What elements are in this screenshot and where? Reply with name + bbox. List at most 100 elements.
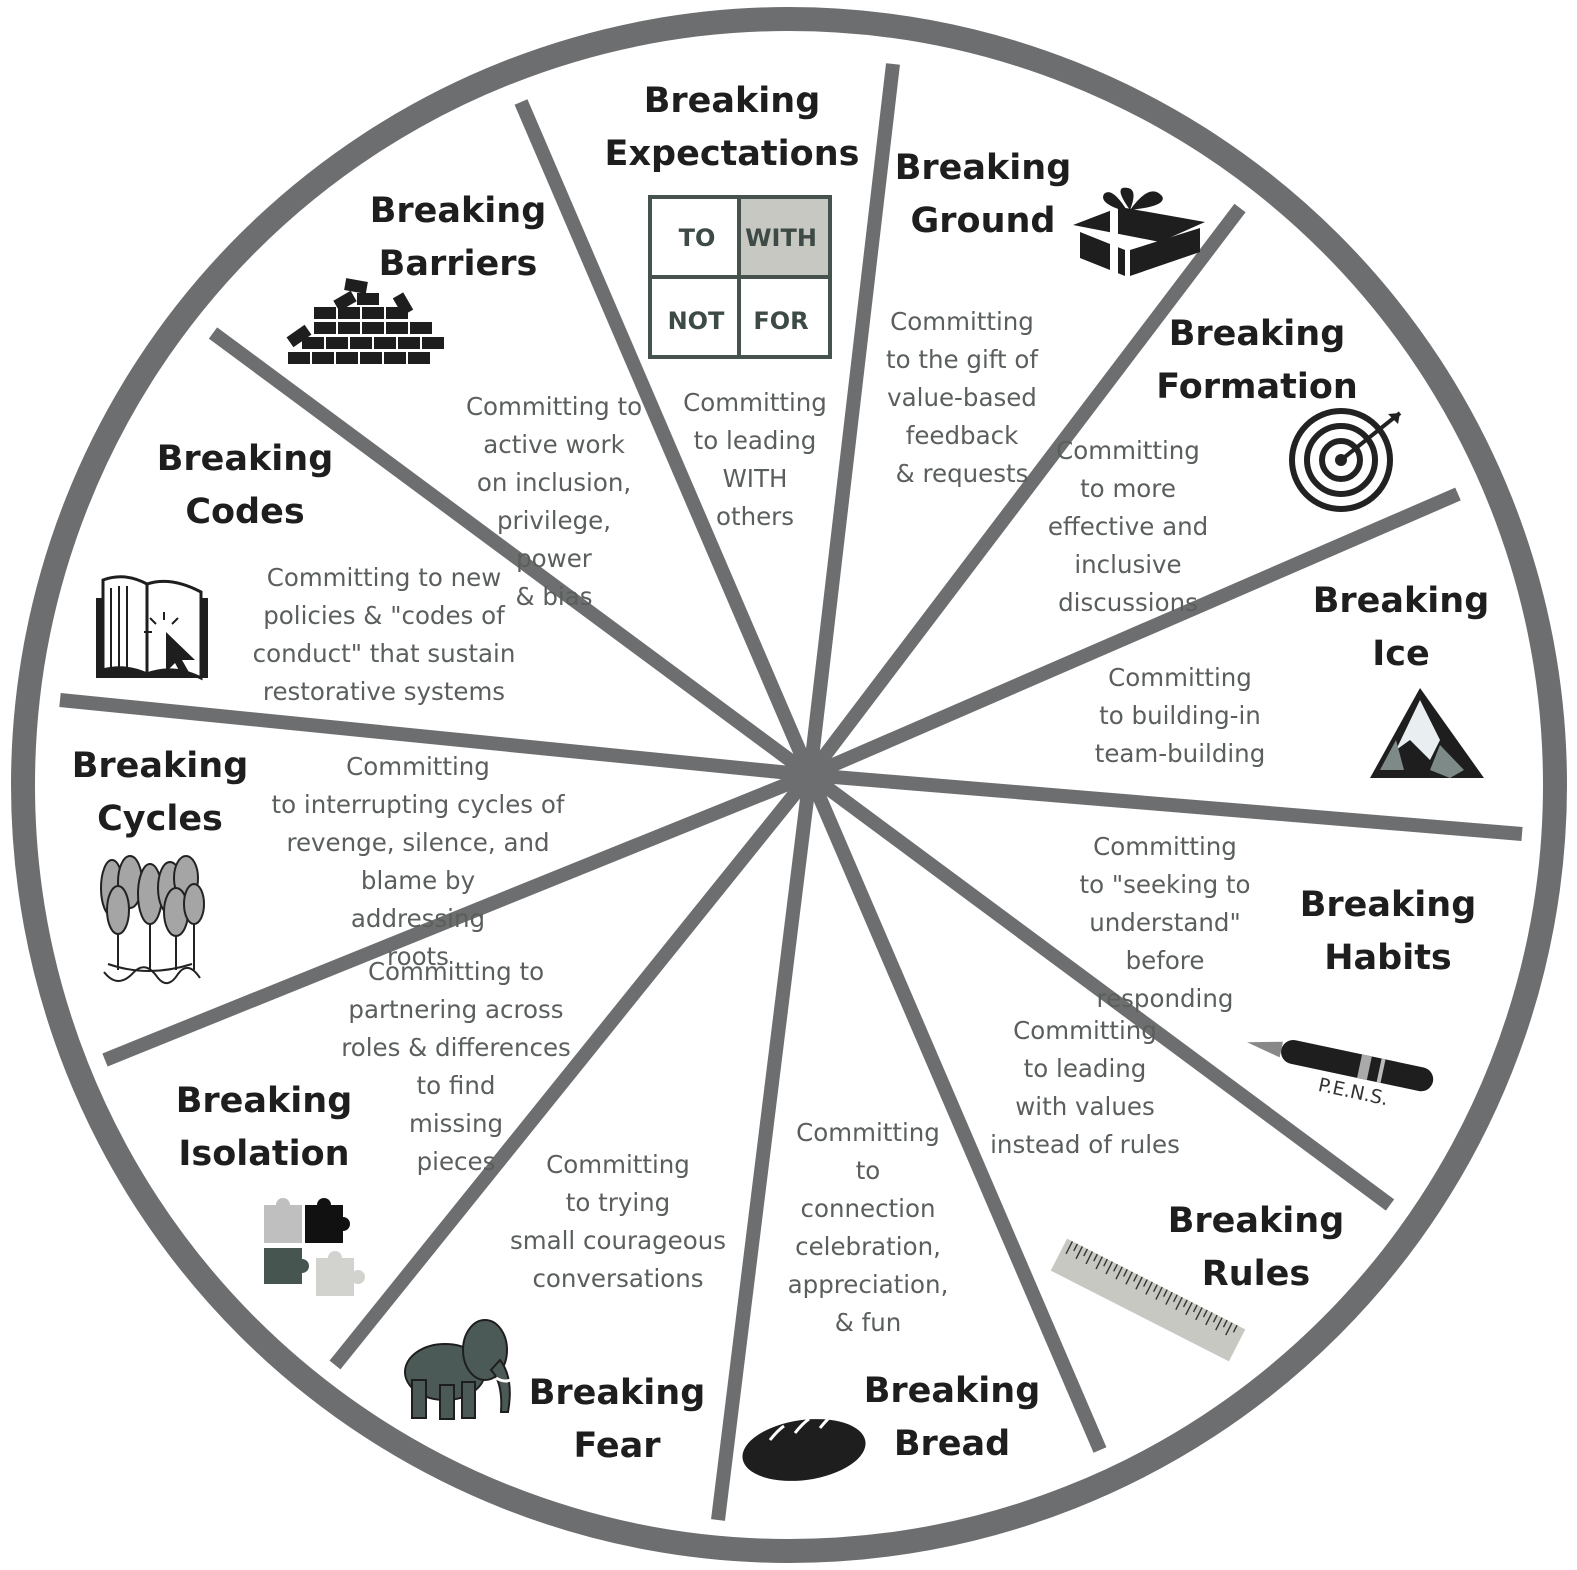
wheel-hub (798, 763, 822, 787)
description-line: Committing (1056, 436, 1200, 465)
title-line: Breaking (528, 1373, 706, 1413)
wheel-spoke (514, 99, 817, 778)
description-line: celebration, (795, 1231, 941, 1261)
description-line: to the gift of (886, 344, 1038, 374)
bread-loaf-icon (742, 1412, 866, 1481)
wheel-spoke (803, 772, 1107, 1453)
description-line: conversations (532, 1263, 704, 1293)
puzzle-pieces-icon (264, 1198, 365, 1296)
ruler-tick (1222, 1319, 1228, 1328)
title-line: Breaking (71, 746, 249, 786)
description-line: value-based (887, 382, 1037, 412)
title-line: Fear (573, 1425, 661, 1466)
description-line: with values (1015, 1091, 1155, 1121)
brick (302, 337, 324, 349)
description-line: power (516, 543, 592, 573)
ruler-tick (1093, 1253, 1098, 1262)
ruler-tick (1115, 1266, 1123, 1280)
ruler-tick (1232, 1324, 1238, 1333)
brick (362, 307, 384, 319)
wheel-spokes (59, 63, 1523, 1521)
ruler-tick (1152, 1284, 1158, 1292)
description-line: restorative systems (262, 676, 506, 706)
ruler-tick (1095, 1256, 1103, 1270)
brick (350, 337, 372, 349)
description-line: Committing to (465, 392, 643, 421)
book-cursor-icon (96, 575, 208, 681)
title-line: Isolation (178, 1133, 350, 1174)
wheel-spoke (102, 768, 813, 1067)
description-line: Committing (683, 388, 827, 417)
description-line: team-building (1094, 738, 1266, 768)
wheel-spoke (805, 769, 1395, 1211)
ruler-tick (1075, 1246, 1084, 1260)
title-line: Breaking (1167, 1201, 1345, 1241)
description-line: discussions (1058, 587, 1198, 617)
description-line: effective and (1047, 511, 1209, 541)
description-line: feedback (905, 420, 1019, 450)
description-line: partnering across (348, 994, 564, 1024)
ruler-tick (1105, 1261, 1113, 1275)
segment-description-formation: Committing to more effective and inclusive d… (990, 432, 1266, 622)
brick (362, 322, 384, 334)
brick (422, 337, 444, 349)
description-line: to (855, 1155, 881, 1185)
ruler-tick (1073, 1243, 1079, 1252)
ruler-icon (1050, 1238, 1246, 1362)
ruler-tick (1195, 1307, 1203, 1321)
description-line: to more (1080, 473, 1176, 503)
description-line: & requests (895, 458, 1029, 488)
brick (410, 322, 432, 334)
brick (408, 352, 430, 364)
description-line: Committing (1093, 832, 1237, 861)
description-line: Committing (1108, 663, 1252, 692)
title-line: Breaking (643, 81, 821, 121)
ruler-tick (1113, 1263, 1118, 1272)
description-line: Committing (796, 1118, 940, 1147)
ruler-tick (1145, 1281, 1153, 1295)
target-icon (1289, 408, 1402, 512)
wheel-spoke (809, 768, 1523, 841)
wheel-spoke (804, 203, 1246, 780)
matrix-cell-to: TO (679, 224, 716, 252)
matrix-cell-for: FOR (753, 307, 808, 335)
title-line: Breaking (1312, 581, 1490, 621)
description-line: Committing (1013, 1016, 1157, 1045)
description-line: pieces (416, 1146, 496, 1176)
brick (357, 293, 379, 305)
matrix-cell-not: NOT (668, 307, 725, 335)
title-line: Expectations (604, 133, 860, 174)
brick (314, 322, 336, 334)
title-line: Formation (1156, 366, 1358, 407)
title-line: Breaking (1168, 314, 1346, 354)
title-line: Breaking (894, 148, 1072, 188)
ruler-tick (1103, 1258, 1108, 1267)
description-line: policies & "codes of (263, 600, 505, 630)
wheel-spoke (59, 693, 811, 782)
ruler-tick (1155, 1286, 1163, 1300)
description-line: inclusive (1074, 549, 1182, 579)
brick-wall-icon (286, 278, 444, 364)
gift-box-icon (1073, 187, 1205, 276)
wheel-spoke (329, 770, 816, 1370)
title-line: Bread (893, 1423, 1011, 1464)
title-line: Ice (1372, 633, 1430, 674)
description-line: Committing to new (266, 563, 502, 592)
wheel-spoke (208, 327, 815, 781)
description-line: privilege, (496, 505, 612, 535)
elephant-icon (404, 1319, 515, 1420)
ruler-tick (1133, 1274, 1138, 1282)
bricks (288, 293, 444, 364)
ruler-tick (1175, 1296, 1183, 1311)
